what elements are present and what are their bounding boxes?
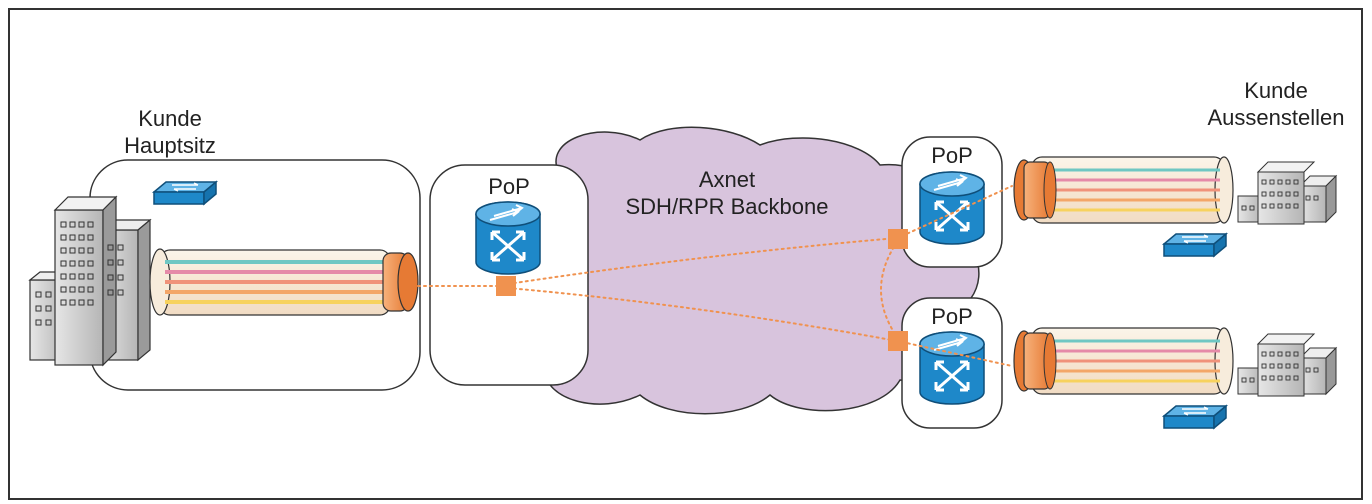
hq-switch-icon <box>153 181 217 205</box>
pop-bottom-router-icon <box>918 330 986 406</box>
pop-center-router-icon <box>474 200 542 276</box>
backbone-label-line1: Axnet <box>699 167 755 192</box>
branch-bottom-fiber-cable-icon <box>1013 327 1234 395</box>
branch-bottom-building-icon <box>1237 333 1338 397</box>
pop-top-label: PoP <box>931 143 973 168</box>
hq-fiber-cable-icon <box>149 248 419 316</box>
branch-top-switch-icon <box>1163 233 1227 257</box>
backbone-links <box>417 185 1013 367</box>
pop-top-port <box>888 229 908 249</box>
pop-center-port <box>496 276 516 296</box>
hq-label-line2: Hauptsitz <box>124 133 216 158</box>
pop-top-router-icon <box>918 170 986 246</box>
hq-label-line1: Kunde <box>138 106 202 131</box>
pop-bottom-label: PoP <box>931 304 973 329</box>
backbone-label-line2: SDH/RPR Backbone <box>626 194 829 219</box>
pop-center-label: PoP <box>488 174 530 199</box>
office-building-icon <box>28 195 152 367</box>
branch-bottom-switch-icon <box>1163 405 1227 429</box>
branch-label-line2: Aussenstellen <box>1208 105 1345 130</box>
branch-top-fiber-cable-icon <box>1013 156 1234 224</box>
pop-bottom-port <box>888 331 908 351</box>
pop-center-box <box>429 164 589 386</box>
branch-label-line1: Kunde <box>1244 78 1308 103</box>
branch-top-building-icon <box>1237 161 1338 225</box>
